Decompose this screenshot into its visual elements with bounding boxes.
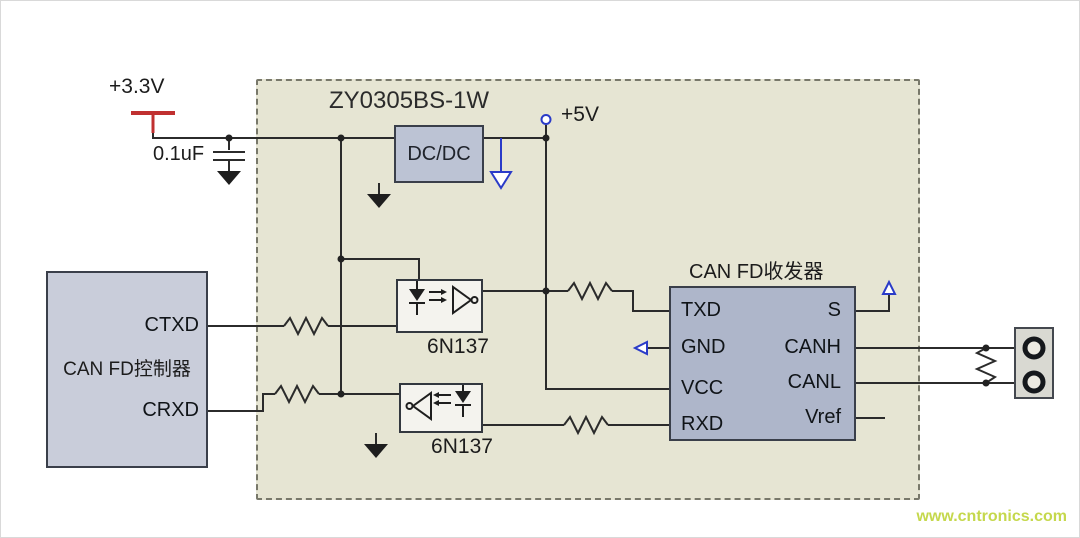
transceiver-pin-rxd: RXD (681, 413, 724, 435)
opto-top-label: 6N137 (427, 335, 489, 358)
module-title: ZY0305BS-1W (329, 87, 490, 114)
controller-title: CAN FD控制器 (63, 359, 191, 380)
rail-3v3-label: +3.3V (109, 75, 165, 98)
resistor-bus-termination (974, 347, 998, 384)
controller-pin-crxd: CRXD (142, 399, 199, 421)
rail-3v3-icon (131, 111, 175, 133)
cap-value-label: 0.1uF (153, 143, 205, 165)
watermark: www.cntronics.com (916, 508, 1067, 525)
bus-connector-block (1014, 327, 1054, 399)
dcdc-label: DC/DC (407, 142, 471, 165)
transceiver-pin-gnd: GND (681, 336, 726, 358)
transceiver-pin-canh: CANH (784, 336, 841, 358)
transceiver-pin-vcc: VCC (681, 377, 724, 399)
optocoupler-bottom-block (399, 383, 483, 433)
transceiver-pin-canl: CANL (787, 371, 841, 393)
dcdc-converter-block: DC/DC (394, 125, 484, 183)
opto-bottom-label: 6N137 (431, 435, 493, 458)
transceiver-pin-vref: Vref (805, 406, 841, 428)
transceiver-pin-s: S (827, 299, 841, 321)
transceiver-title: CAN FD收发器 (689, 261, 824, 283)
can-fd-transceiver-block (669, 286, 856, 441)
optocoupler-top-block (396, 279, 483, 333)
can-fd-controller-block (46, 271, 208, 468)
rail-5v-label: +5V (561, 103, 599, 126)
ground-icon (217, 171, 241, 185)
controller-pin-ctxd: CTXD (144, 314, 199, 336)
transceiver-pin-txd: TXD (681, 299, 721, 321)
